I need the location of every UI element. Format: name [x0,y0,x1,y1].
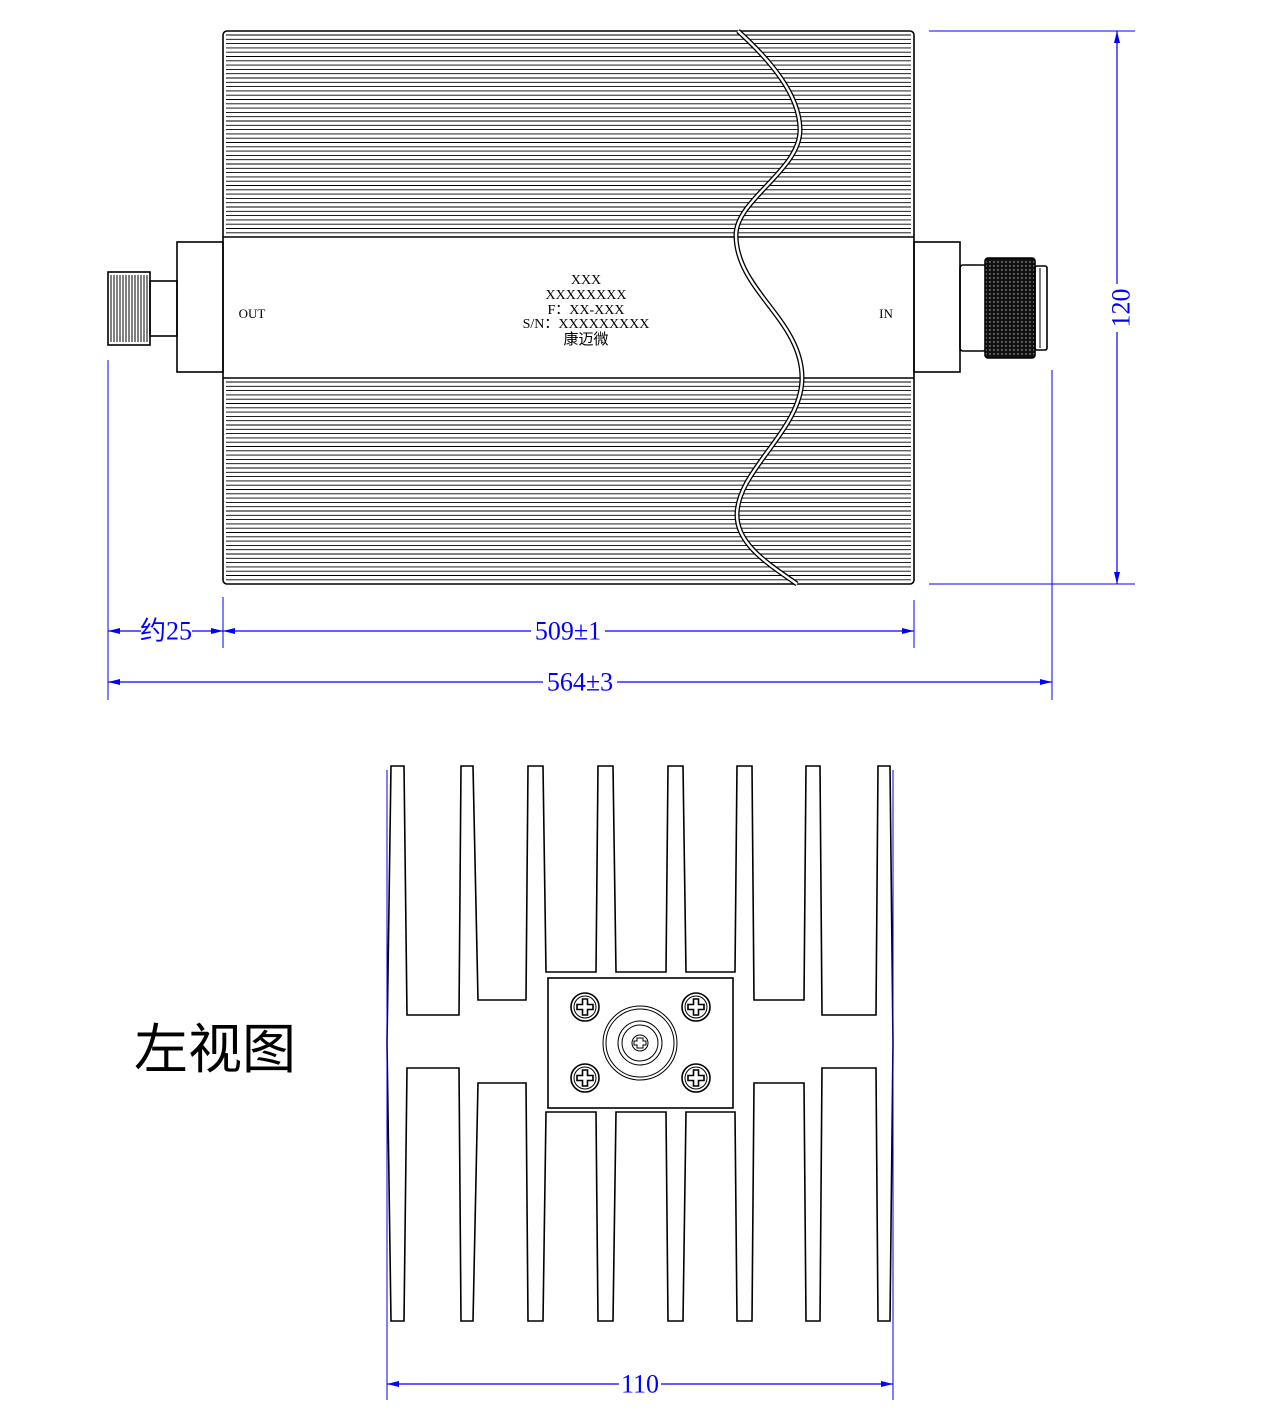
heatsink-profile [386,765,894,1322]
in-connector-knurled-nut [984,257,1036,359]
out-connector-block [176,241,224,373]
in-connector-block [913,241,961,373]
dim-width-text: 110 [621,1370,659,1399]
plate-line-4: S/N：XXXXXXXXX [523,317,650,332]
plate-line-1: XXX [571,273,601,288]
connector-pin-cross [633,1037,647,1049]
port-out-label: OUT [239,306,266,321]
dim-total-text: 564±3 [547,668,613,697]
port-in-label: IN [879,306,893,321]
screw [681,992,711,1022]
in-connector [913,241,1048,373]
top-view-extension-lines [107,30,1135,700]
screw [570,1063,600,1093]
dim-connector-text: 约25 [140,617,192,646]
out-connector [107,241,224,373]
screw-head-cross-icon [687,998,705,1016]
plate-line-2: XXXXXXXX [546,288,627,303]
connector-outer-ring [602,1005,678,1081]
connector-outer-ring-inner [605,1008,675,1078]
connector-pin [631,1034,649,1052]
top-view: XXX XXXXXXXX F：XX-XXX S/N：XXXXXXXXX 康迈微 … [107,29,1136,700]
out-thread-lines [110,275,148,342]
dimension-width: 110 [387,1370,893,1399]
break-line [733,29,805,587]
plate-line-3: F：XX-XXX [548,303,625,318]
out-connector-thread [107,271,151,346]
dim-body-text: 509±1 [535,617,601,646]
nameplate: XXX XXXXXXXX F：XX-XXX S/N：XXXXXXXXX 康迈微 [523,273,650,348]
out-connector-collar [149,280,178,337]
center-connector [602,1005,678,1081]
dimension-connector-length: 约25 [108,617,223,646]
screw-head-cross-icon [576,1069,594,1087]
fin-lines-lower [226,381,911,581]
dim-height-text: 120 [1107,289,1136,328]
dimension-total-length: 564±3 [108,668,1052,697]
screw-head-cross-icon [687,1069,705,1087]
in-connector-end [1034,265,1048,351]
plate-line-5: 康迈微 [563,331,608,348]
connector-body-ring [617,1020,663,1066]
side-view-title: 左视图 [134,1018,296,1081]
screw [681,1063,711,1093]
screw-head-cross-icon [576,998,594,1016]
dimension-body-length: 509±1 [223,617,914,646]
connector-mount-block [547,977,734,1109]
screw [570,992,600,1022]
fin-lines-upper [226,34,911,234]
in-connector-collar [959,264,987,352]
dimension-height: 120 [1107,31,1136,584]
side-view: 左视图 [134,765,894,1400]
connector-dielectric [621,1024,659,1062]
